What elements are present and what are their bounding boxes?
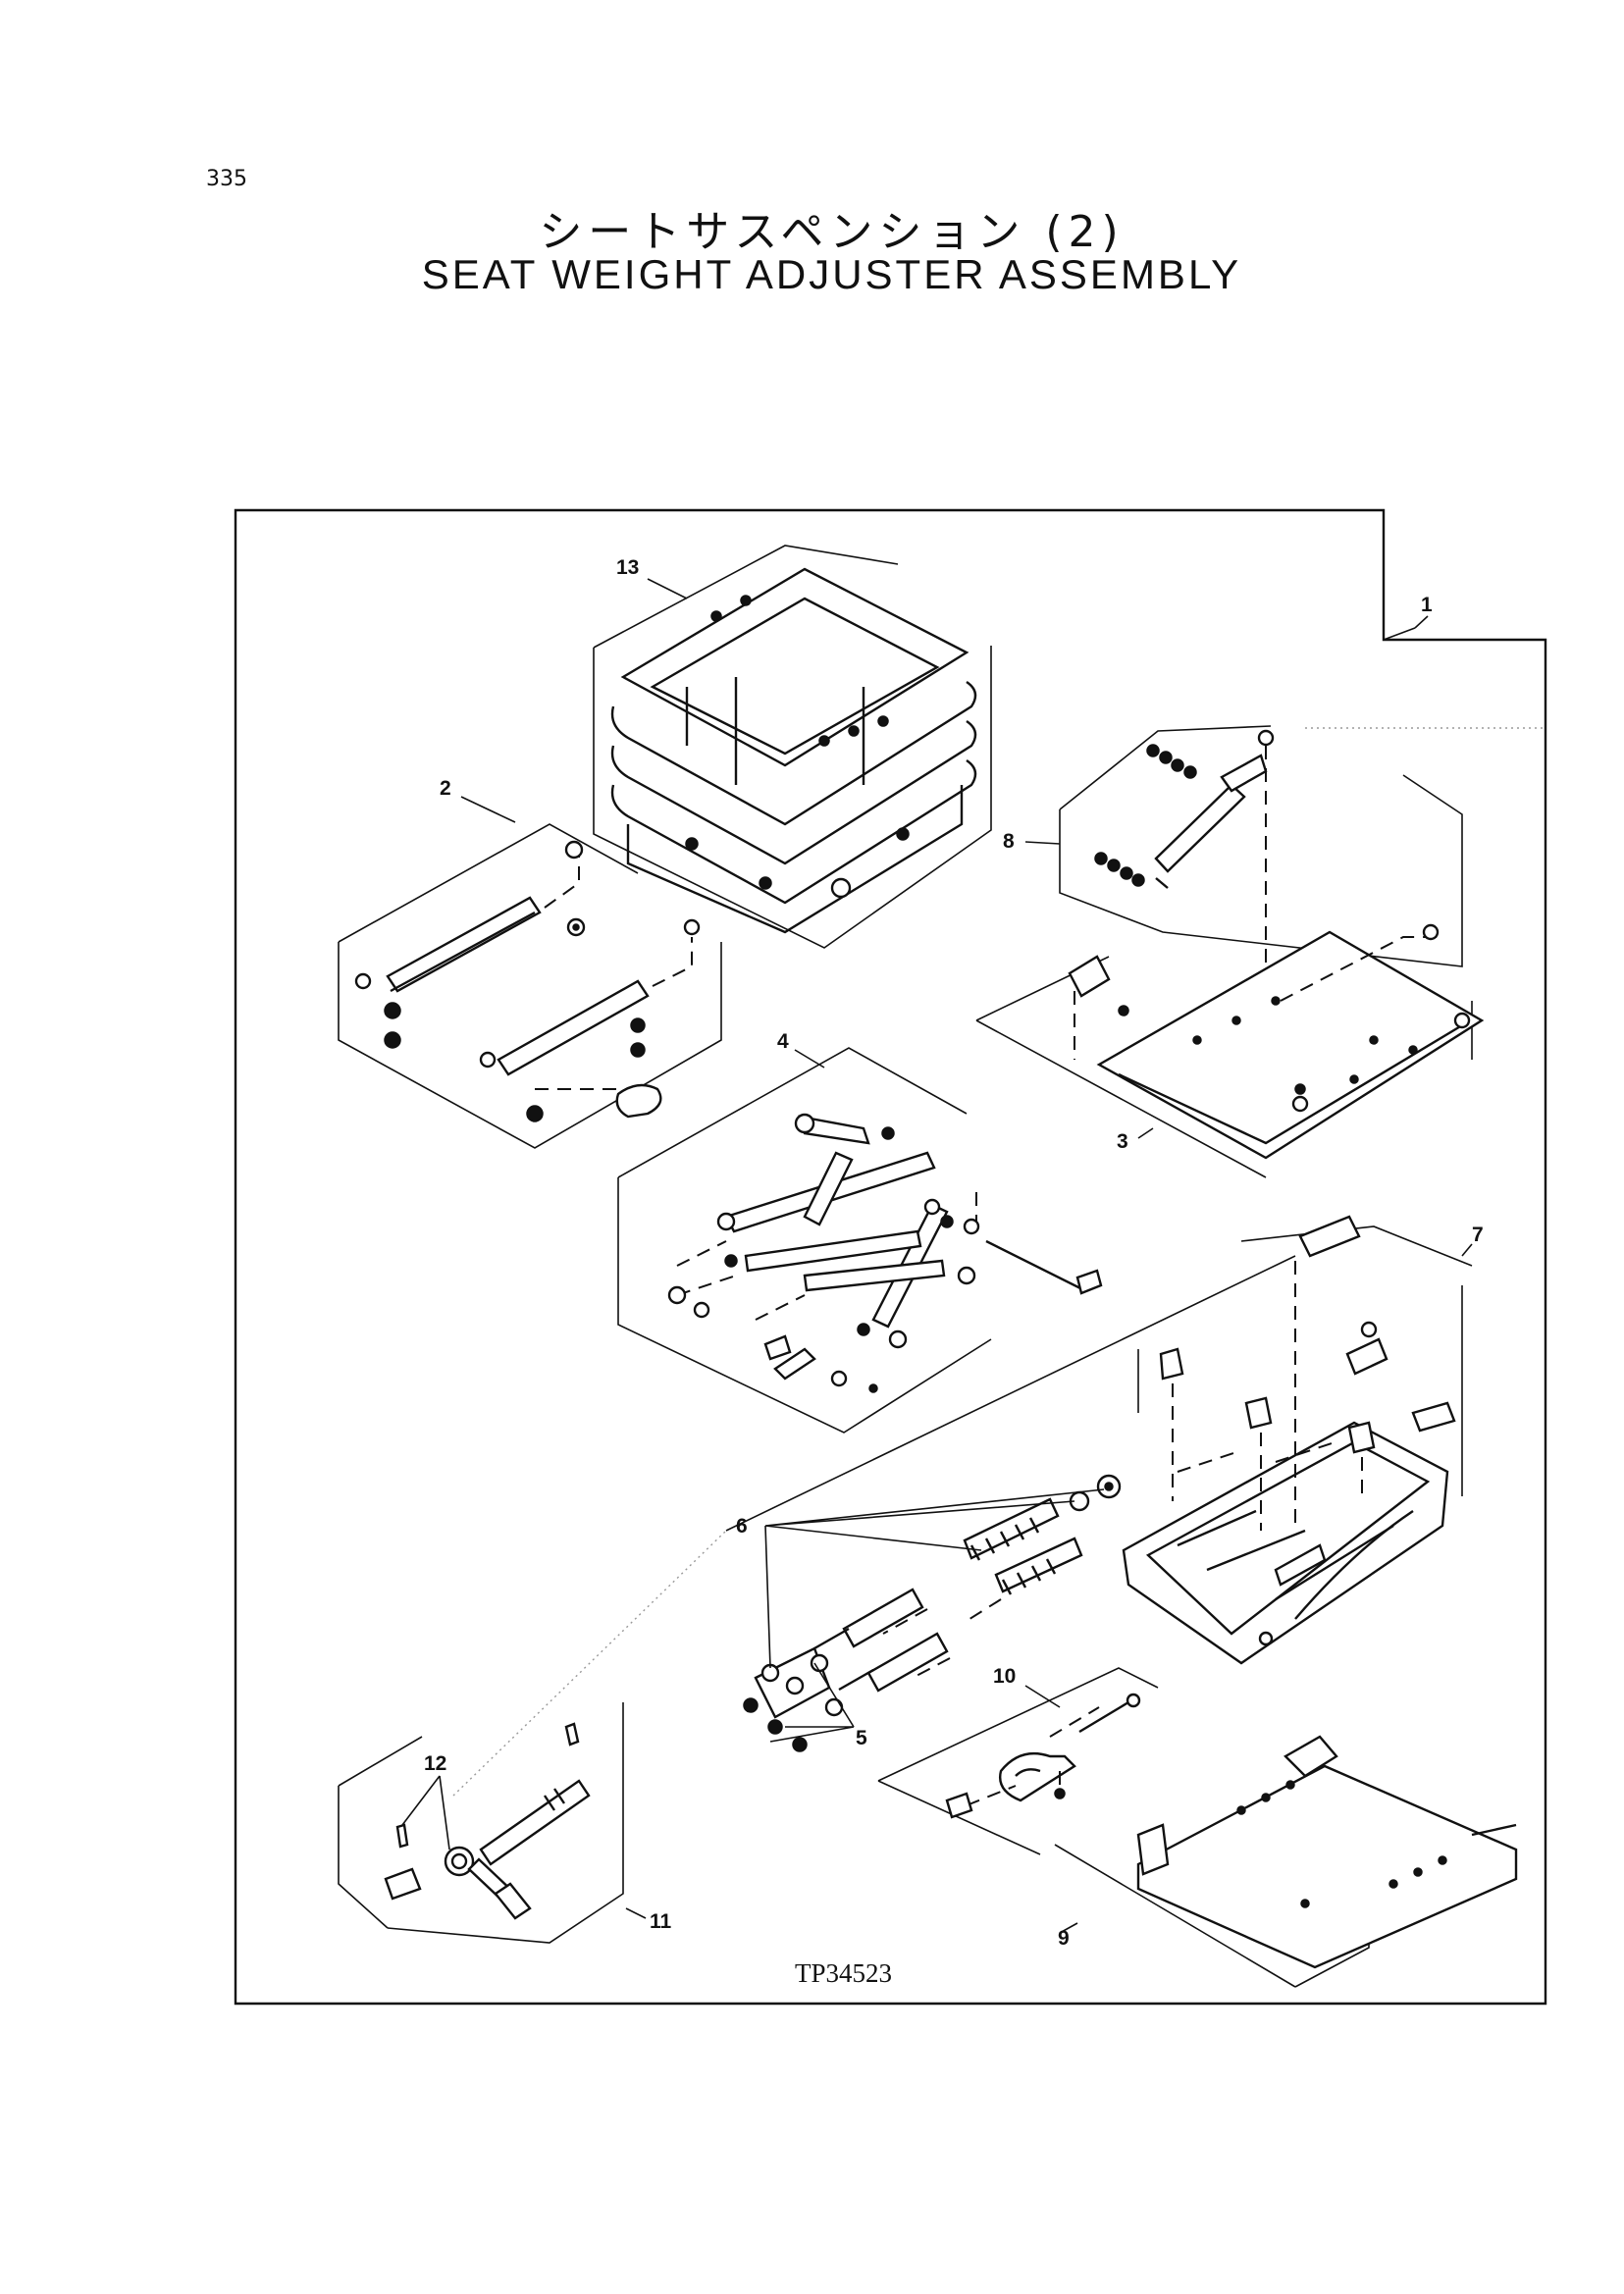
parts-5-6-springs-dampers: [725, 1255, 1296, 1752]
page-title-japanese: シートサスペンション (2): [539, 207, 1125, 257]
part-3-top-plate: [975, 923, 1485, 1178]
callout-5: 5: [856, 1727, 867, 1749]
callout-8: 8: [1003, 830, 1015, 853]
part-7-base-frame: [1122, 1215, 1473, 1665]
part-8-gas-spring: [1059, 725, 1463, 971]
callout-11: 11: [650, 1910, 672, 1933]
part-10-handle: [877, 1667, 1159, 1855]
callout-9: 9: [1058, 1927, 1070, 1950]
callout-12: 12: [424, 1752, 446, 1775]
parts-11-12-pins: [338, 1702, 624, 1944]
callout-leader-lines: [401, 578, 1473, 1934]
callout-4: 4: [777, 1030, 789, 1053]
part-2-slide-rails: [338, 823, 722, 1149]
reference-dotted-line: [452, 1530, 727, 1797]
part-13-bellows-frame: [593, 545, 992, 949]
part-9-bottom-plate: [1054, 1735, 1518, 1988]
callout-6: 6: [736, 1515, 748, 1538]
callout-2: 2: [440, 777, 451, 800]
callout-1: 1: [1421, 594, 1433, 616]
callout-3: 3: [1117, 1130, 1128, 1153]
callout-13: 13: [616, 556, 639, 579]
callout-7: 7: [1472, 1224, 1484, 1246]
page-number: 335: [206, 167, 247, 191]
drawing-number: TP34523: [795, 1958, 892, 1988]
diagram-frame: [234, 508, 1547, 2006]
page-title: SEAT WEIGHT ADJUSTER ASSEMBLY: [421, 251, 1242, 297]
part-4-scissor-linkage: [617, 1047, 1103, 1434]
frame-notch-line: [1383, 627, 1416, 641]
callout-10: 10: [993, 1665, 1016, 1688]
